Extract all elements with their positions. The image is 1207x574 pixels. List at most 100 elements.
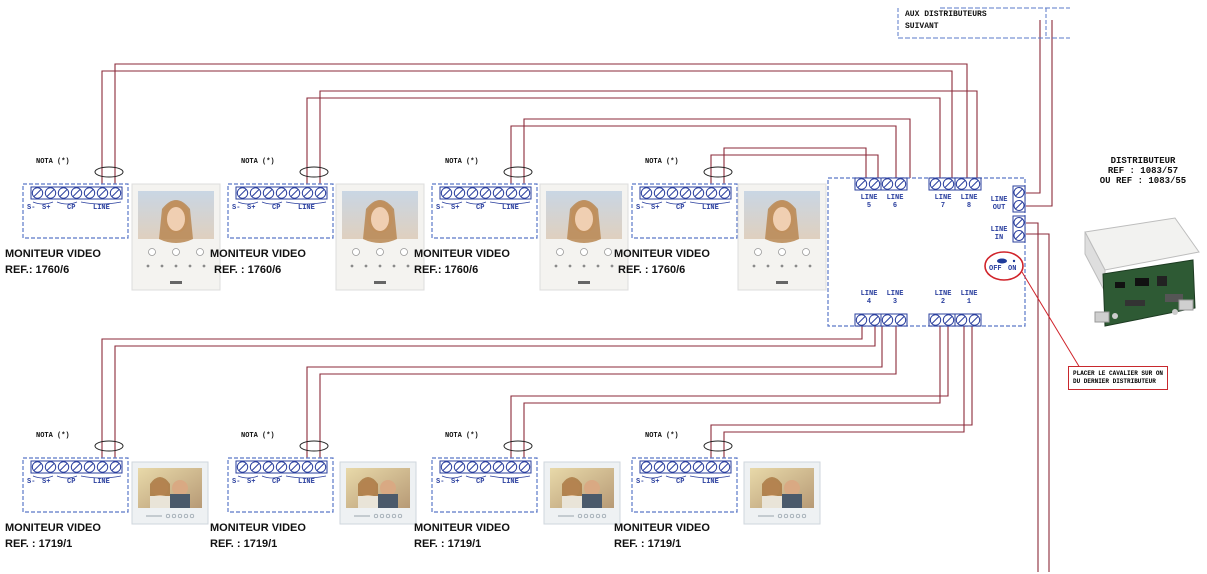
monitor-top-3-title: MONITEUR VIDEO bbox=[414, 248, 510, 260]
monitor-top-4-title: MONITEUR VIDEO bbox=[614, 248, 710, 260]
photo-monitor-top-3-icon-dot bbox=[554, 264, 558, 268]
monitor-bottom-3-terminals-screw-slot bbox=[442, 463, 451, 471]
monitor-bottom-4-title: MONITEUR VIDEO bbox=[614, 522, 710, 534]
photo-monitor-bottom-4-key bbox=[795, 513, 801, 519]
distributor-title-text: DISTRIBUTEUR bbox=[1110, 156, 1176, 166]
monitor-top-1-label-sminus: S- bbox=[27, 204, 36, 212]
monitor-bottom-2-terminals-screw-slot bbox=[316, 463, 325, 471]
photo-monitor-bottom-1-key bbox=[189, 513, 195, 519]
switch-cavalier bbox=[997, 258, 1007, 264]
wire-top-1-b bbox=[114, 63, 968, 193]
monitor-top-3-terminals-screw-slot bbox=[468, 189, 477, 197]
switch-highlight-circle bbox=[984, 251, 1024, 281]
photo-monitor-top-4-button bbox=[754, 248, 762, 256]
distributor-ref1: REF : 1083/57 bbox=[1107, 166, 1179, 176]
photo-monitor-top-3-button bbox=[604, 248, 612, 256]
photo-monitor-top-3-icon-dot bbox=[582, 264, 586, 268]
monitor-top-2-terminals-screw-slot bbox=[238, 189, 247, 197]
photo-monitor-bottom-2-key bbox=[397, 513, 403, 519]
monitor-bottom-4-terminals-screw-slot bbox=[655, 463, 664, 471]
dist-vterm-slot bbox=[1015, 231, 1023, 240]
photo-monitor-top-2-button bbox=[400, 248, 408, 256]
monitor-bottom-4-nota: NOTA (*) bbox=[645, 432, 679, 440]
monitor-top-1-terminals-screw-slot bbox=[33, 189, 42, 197]
wire-bot-1-b bbox=[114, 322, 876, 467]
dist-vterm-slot bbox=[1015, 188, 1023, 197]
cable-mark-bottom-4 bbox=[703, 440, 733, 452]
monitor-bottom-1-label-line: LINE bbox=[93, 478, 110, 486]
monitor-top-3-brackets bbox=[441, 201, 531, 205]
wire-bot-2-a bbox=[306, 322, 883, 467]
monitor-top-1-terminals-screw-slot bbox=[98, 189, 107, 197]
monitor-top-2-nota: NOTA (*) bbox=[241, 158, 275, 166]
photo-monitor-top-3-icon-dot bbox=[596, 264, 600, 268]
monitor-top-1-label-splus: S+ bbox=[42, 204, 51, 212]
monitor-bottom-1-terminals-screw-slot bbox=[72, 463, 81, 471]
monitor-top-4-terminals-screw-slot bbox=[655, 189, 664, 197]
photo-monitor-bottom-4-key bbox=[783, 513, 789, 519]
dist-label-lines_bottom-1: LINE 3 bbox=[886, 290, 904, 306]
wire-trunk-in-a bbox=[1026, 222, 1039, 572]
photo-monitor-bottom-2-key bbox=[385, 513, 391, 519]
dist-terminal-8-screw-slot bbox=[970, 180, 979, 188]
monitor-bottom-2-terminals bbox=[235, 460, 328, 474]
photo-monitor-top-1-face-front bbox=[167, 207, 185, 231]
photo-monitor-top-2-face-front bbox=[371, 207, 389, 231]
monitor-top-1-label-line: LINE bbox=[93, 204, 110, 212]
photo-monitor-bottom-3-face-right bbox=[584, 480, 600, 496]
monitor-bottom-2-label-cp: CP bbox=[272, 478, 281, 486]
monitor-top-2-terminals-screw-slot bbox=[251, 189, 260, 197]
monitor-bottom-4-terminals-screw-slot bbox=[707, 463, 716, 471]
monitor-bottom-1-terminals-screw-slot bbox=[46, 463, 55, 471]
photo-monitor-top-4 bbox=[737, 183, 827, 291]
photo-monitor-bottom-1-hair-left bbox=[150, 477, 170, 498]
monitor-top-4-label-cp: CP bbox=[676, 204, 685, 212]
wire-top-4-b bbox=[723, 147, 867, 193]
monitor-top-3-label-line: LINE bbox=[502, 204, 519, 212]
wire-trunk-out-a bbox=[1026, 20, 1041, 194]
dist-terminal-1 bbox=[954, 313, 982, 327]
photo-monitor-top-2 bbox=[335, 183, 425, 291]
monitor-bottom-3-label-line: LINE bbox=[502, 478, 519, 486]
monitor-top-1-terminals bbox=[30, 186, 123, 200]
photo-monitor-top-4-face-front bbox=[773, 207, 791, 231]
photo-monitor-top-4-icon-dot bbox=[780, 264, 784, 268]
photo-monitor-bottom-2 bbox=[339, 461, 417, 525]
switch-off-label: OFF bbox=[989, 265, 1002, 273]
monitor-bottom-4-terminals-screw-slot bbox=[642, 463, 651, 471]
monitor-top-3-terminals bbox=[439, 186, 532, 200]
dist-label-lines_top-0: LINE 5 bbox=[860, 194, 878, 210]
distributor-ref2: OU REF : 1083/55 bbox=[1099, 176, 1187, 186]
photo-monitor-top-2-icon-dot bbox=[406, 264, 410, 268]
photo-monitor-top-3 bbox=[539, 183, 629, 291]
monitor-bottom-3-terminals bbox=[439, 460, 532, 474]
photo-monitor-bottom-3-key bbox=[583, 513, 589, 519]
note-line1: PLACER LE CAVALIER SUR ON bbox=[1073, 370, 1164, 377]
photo-monitor-top-4-logo bbox=[776, 281, 788, 284]
monitor-bottom-2-label-splus: S+ bbox=[247, 478, 256, 486]
wire-group bbox=[101, 7, 1070, 572]
monitor-bottom-3-nota: NOTA (*) bbox=[445, 432, 479, 440]
photo-monitor-top-4-button bbox=[778, 248, 786, 256]
cable-mark-bottom-1 bbox=[94, 440, 124, 452]
photo-monitor-bottom-1-key bbox=[177, 513, 183, 519]
monitor-bottom-2-title: MONITEUR VIDEO bbox=[210, 522, 306, 534]
dist-label-lines_top-2: LINE 7 bbox=[934, 194, 952, 210]
monitor-bottom-4-brackets bbox=[641, 475, 731, 479]
photo-monitor-bottom-1-key bbox=[165, 513, 171, 519]
cable-mark-top-1 bbox=[94, 166, 124, 178]
monitor-top-2-terminals-screw-slot bbox=[290, 189, 299, 197]
monitor-top-4-terminals-screw-slot bbox=[720, 189, 729, 197]
photo-monitor-bottom-3-key bbox=[589, 513, 595, 519]
photo-monitor-top-3-icon-dot bbox=[568, 264, 572, 268]
monitor-top-3-terminals-screw-slot bbox=[520, 189, 529, 197]
monitor-top-1-ref: REF.: 1760/6 bbox=[5, 264, 70, 276]
photo-monitor-bottom-4-key bbox=[801, 513, 807, 519]
dist-vterm-slot bbox=[1015, 201, 1023, 210]
monitor-bottom-3-title: MONITEUR VIDEO bbox=[414, 522, 510, 534]
monitor-top-4-brackets bbox=[641, 201, 731, 205]
monitor-top-2-terminals-screw-slot bbox=[277, 189, 286, 197]
photo-monitor-bottom-4-face-right bbox=[784, 480, 800, 496]
monitor-top-1 bbox=[22, 183, 129, 239]
